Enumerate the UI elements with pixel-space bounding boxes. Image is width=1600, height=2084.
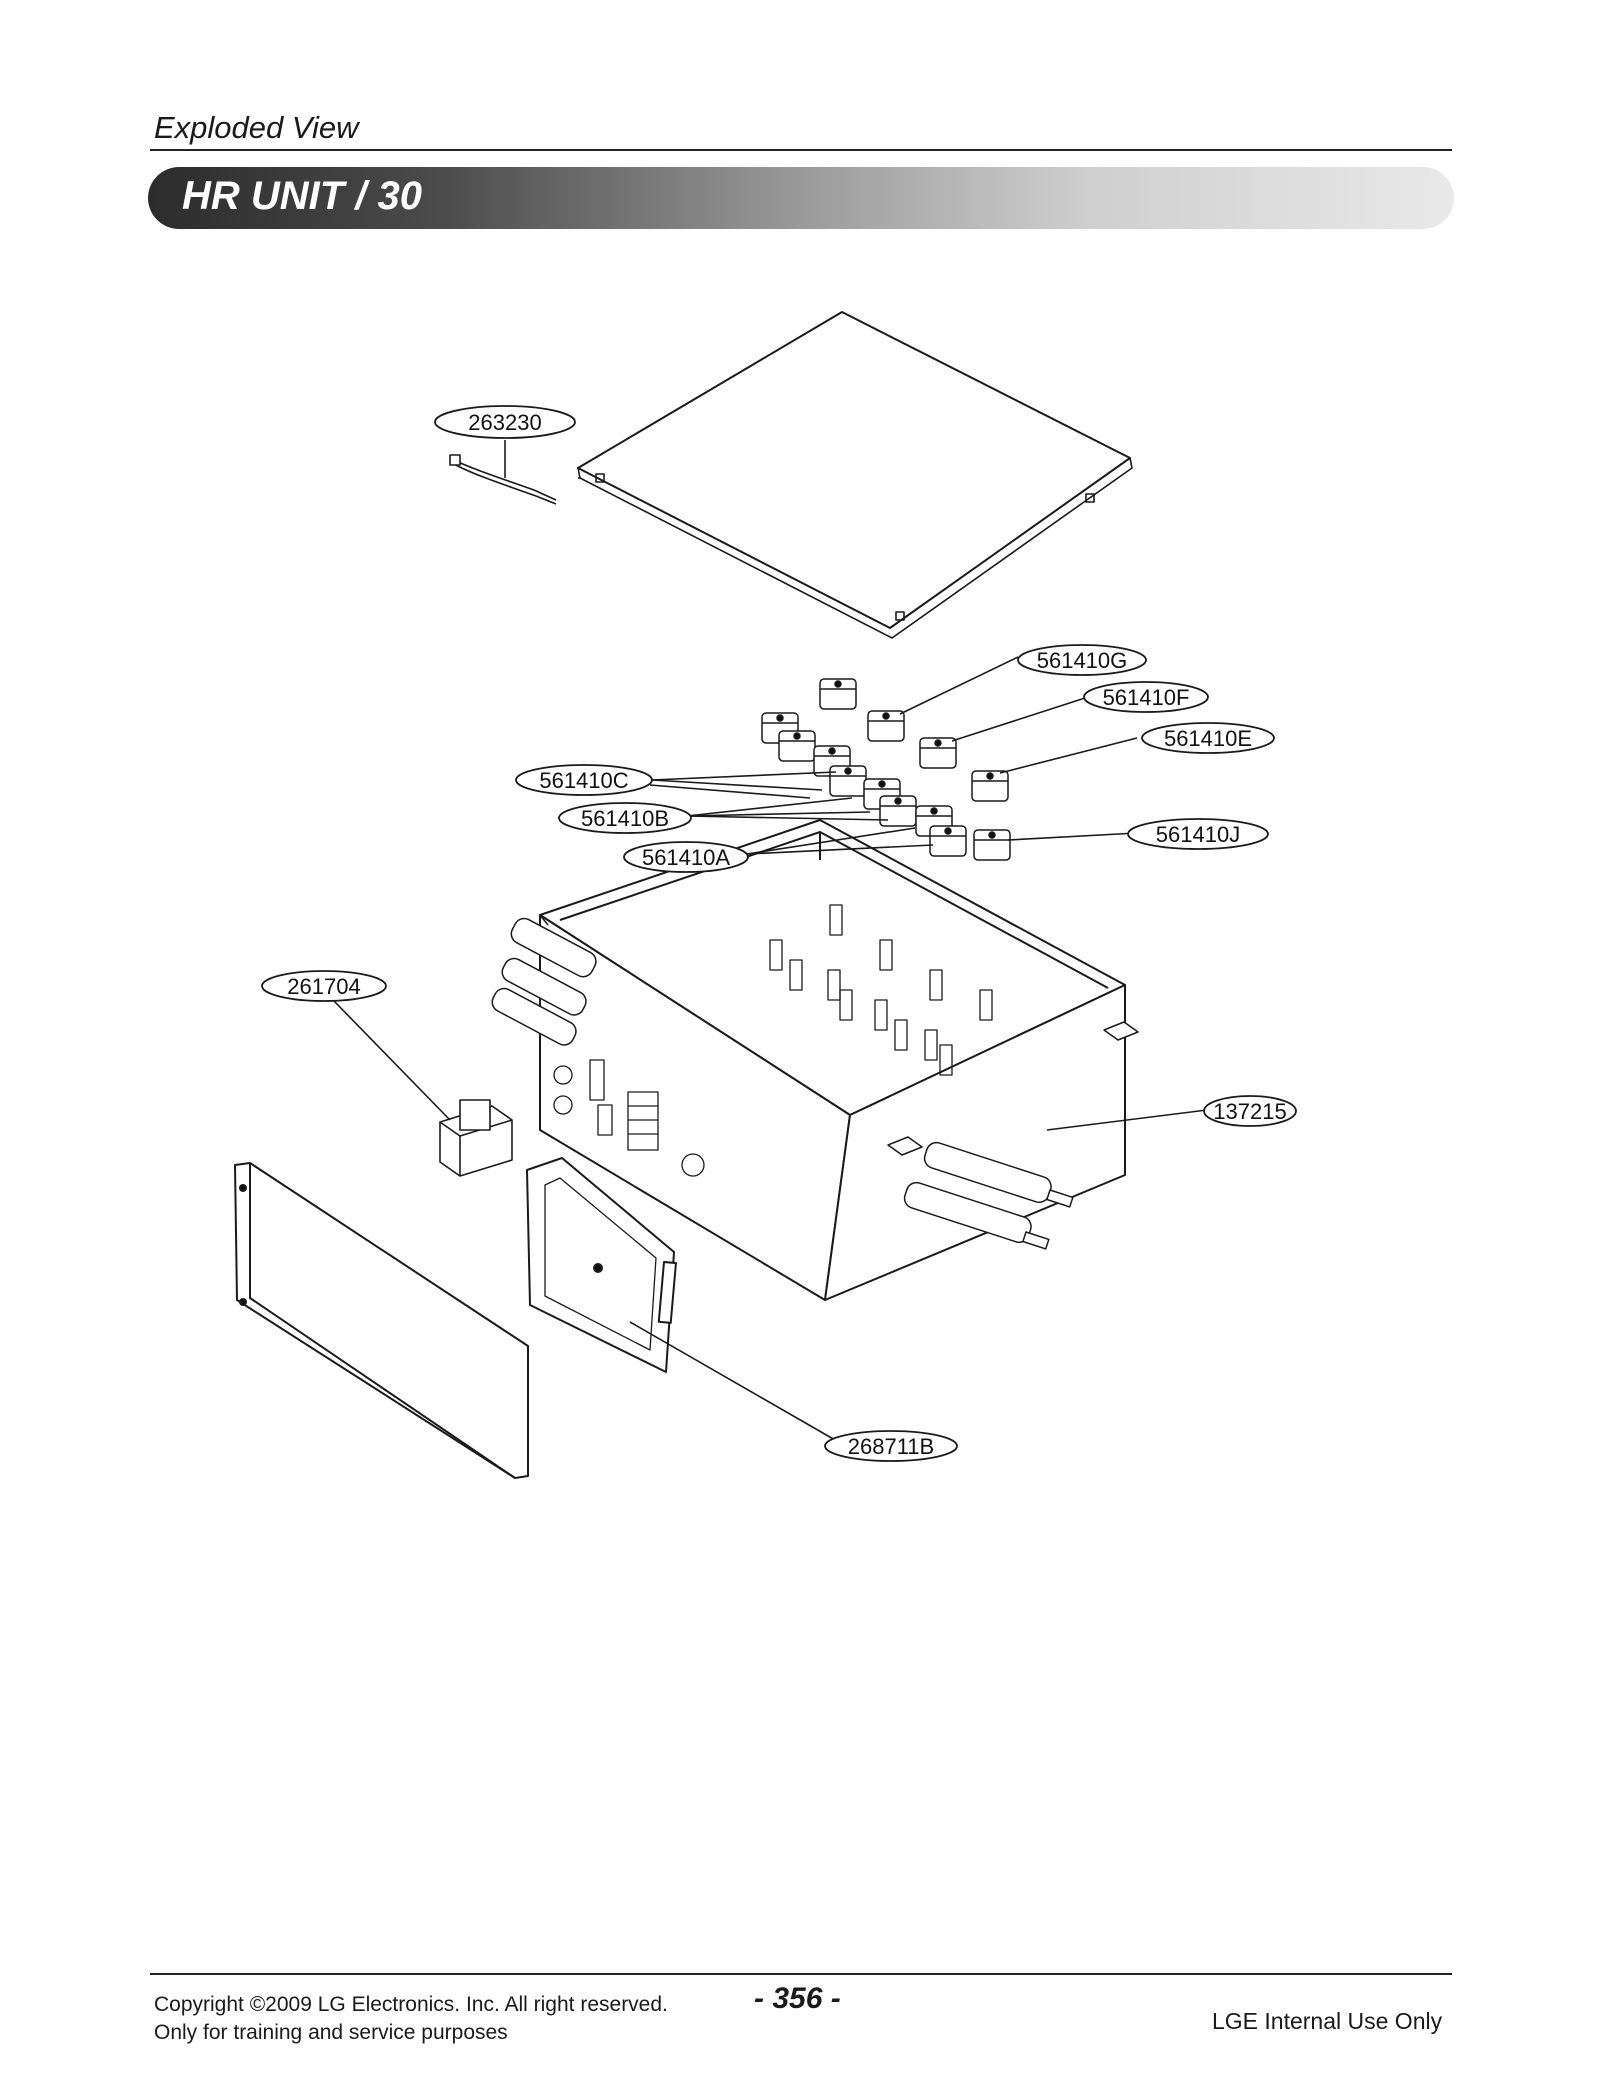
part-label-561410A: 561410A: [642, 845, 730, 870]
front-flat-panel: [234, 1162, 529, 1479]
solenoid-coil-group: [761, 678, 1011, 861]
callout-oval-561410F: [1083, 681, 1209, 713]
section-title: Exploded View: [154, 110, 359, 145]
copyright-text: Copyright ©2009 LG Electronics. Inc. All…: [154, 1993, 668, 2016]
header-divider: [150, 149, 1452, 151]
callout-oval-261704: [261, 970, 387, 1002]
callout-oval-561410A: [623, 841, 749, 873]
leader-lines: [333, 656, 1208, 1445]
callout-labels: 263230 561410G 561410F 561410E 561410C 5…: [287, 410, 1286, 1459]
part-label-261704: 261704: [287, 974, 360, 999]
part-label-561410J: 561410J: [1156, 822, 1240, 847]
footer-divider: [150, 1973, 1452, 1975]
callout-oval-137215: [1203, 1095, 1297, 1127]
part-label-561410C: 561410C: [539, 768, 628, 793]
top-cover-panel: [577, 311, 1133, 639]
internal-use-text: LGE Internal Use Only: [1212, 2008, 1443, 2034]
part-label-561410E: 561410E: [1164, 726, 1252, 751]
callout-oval-263230: [434, 405, 576, 439]
callout-ovals: [261, 405, 1297, 1462]
main-box-body: [491, 819, 1139, 1301]
page-number: - 356 -: [754, 1982, 841, 2015]
part-label-268711B: 268711B: [848, 1434, 934, 1459]
part-label-263230: 263230: [468, 410, 541, 435]
part-label-561410G: 561410G: [1037, 648, 1128, 673]
purpose-text: Only for training and service purposes: [154, 2021, 508, 2044]
banner-title: HR UNIT / 30: [182, 174, 423, 218]
wire-sensor-part: [449, 440, 557, 505]
part-label-561410F: 561410F: [1103, 685, 1190, 710]
control-box-cover: [526, 1157, 677, 1373]
transformer-part: [439, 1099, 513, 1177]
part-label-137215: 137215: [1213, 1099, 1286, 1124]
callout-oval-561410G: [1017, 644, 1147, 676]
callout-oval-561410B: [558, 802, 692, 834]
part-label-561410B: 561410B: [581, 806, 669, 831]
callout-oval-268711B: [824, 1430, 958, 1462]
title-banner: [148, 167, 1454, 229]
callout-oval-561410J: [1127, 818, 1269, 850]
callout-oval-561410C: [515, 764, 653, 796]
callout-oval-561410E: [1141, 722, 1275, 754]
